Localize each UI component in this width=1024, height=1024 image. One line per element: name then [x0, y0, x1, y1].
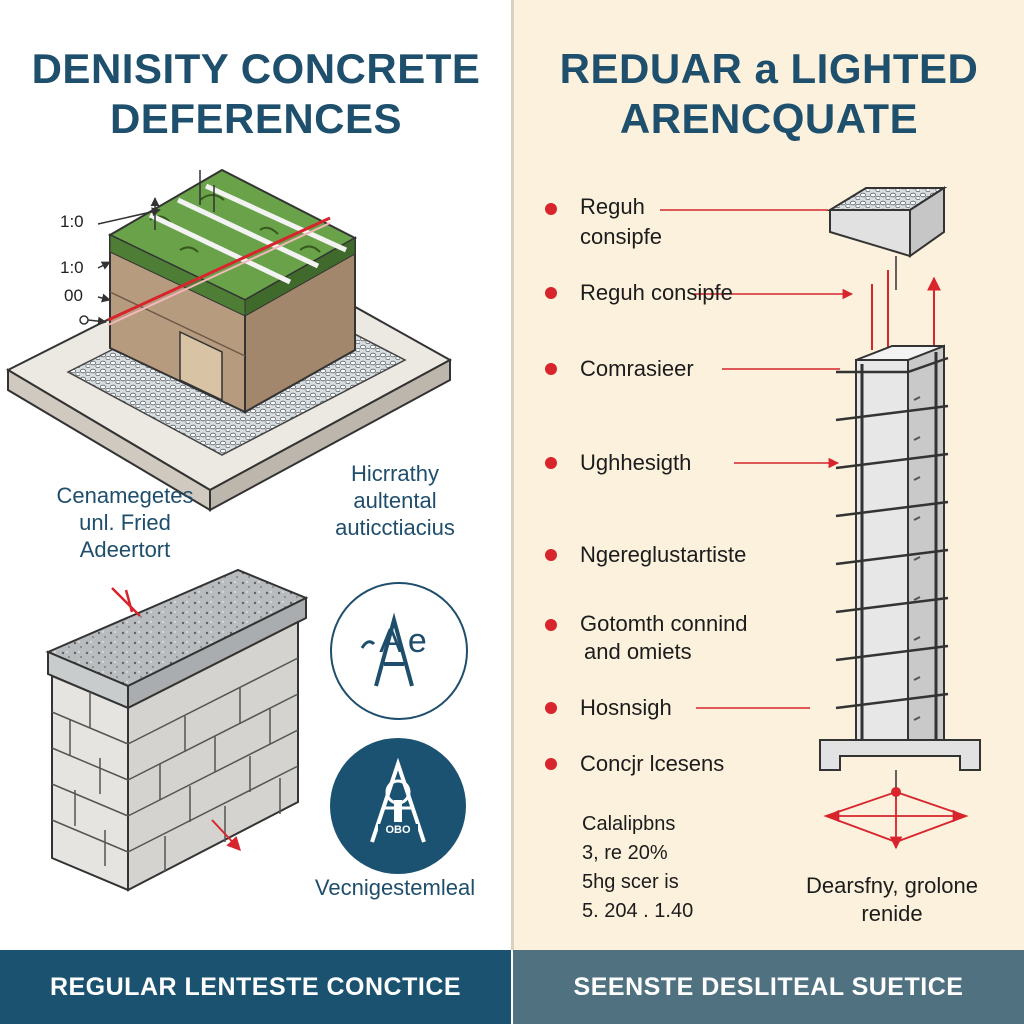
left-title-line-1: DENISITY CONCRETE — [31, 45, 481, 92]
callout-5-line-1: Ngereglustartiste — [580, 542, 747, 567]
callout-bullet-1 — [545, 203, 557, 215]
right-title: REDUAR a LIGHTED ARENCQUATE — [534, 44, 1004, 144]
blue-label-1-line-3: Adeertort — [79, 537, 171, 562]
dim-arrow-1 — [97, 207, 161, 225]
wall-course-line — [109, 291, 246, 357]
callout-6-line-1: Gotomth connind — [580, 611, 748, 636]
callout-bullet-4 — [545, 457, 557, 469]
callout-6-line-2: and omiets — [584, 639, 692, 664]
footer-right-banner: SEENSTE DESLITEAL SUETICE — [513, 950, 1024, 1024]
callout-7: Hosnsigh — [580, 693, 672, 723]
building-door — [179, 330, 223, 402]
callout-bullet-6 — [545, 619, 557, 631]
callout-bullet-8 — [545, 758, 557, 770]
stats-line-1: Calalipbns — [582, 813, 676, 835]
wall-block-joints — [51, 657, 299, 872]
base-slab-side-right — [209, 358, 451, 512]
blue-label-2-line-2: aultental — [353, 488, 437, 513]
column-cap-side — [909, 186, 945, 258]
callout-bullet-3 — [545, 363, 557, 375]
column-illustration — [819, 186, 981, 850]
stats-block: Calalipbns 3, re 20% 5hg scer is 5. 204 … — [582, 810, 693, 926]
callout-1-line-1: Reguh — [580, 194, 645, 219]
blue-label-1-line-1: Cenamegetes — [56, 483, 194, 508]
callout-3-line-1: Comrasieer — [580, 356, 694, 381]
building-illustration — [5, 168, 453, 512]
wall-red-arrow-bottom — [211, 819, 241, 852]
column-top-face — [855, 345, 945, 361]
base-note-line-2: renide — [861, 901, 923, 926]
callout-7-line-1: Hosnsigh — [580, 695, 672, 720]
footer-divider — [511, 950, 513, 1024]
stats-line-3: 5hg scer is — [582, 871, 679, 893]
callout-4: Ughhesigth — [580, 448, 691, 478]
callout-bullet-2 — [545, 287, 557, 299]
stats-line-4: 5. 204 . 1.40 — [582, 900, 694, 922]
right-title-line-2: ARENCQUATE — [619, 95, 919, 142]
rebar-stirrups — [835, 356, 949, 710]
base-triangle — [823, 791, 969, 843]
blue-label-2: Hicrrathy aultental auticctiacius — [300, 460, 490, 541]
dim-anchor — [79, 315, 89, 325]
wall-red-marker-top — [111, 587, 141, 617]
callout-8-line-1: Concjr lcesens — [580, 751, 725, 776]
measure-label-2: 1:0 — [60, 258, 84, 277]
measure-label-1: 1:0 — [60, 212, 84, 231]
column-foot — [819, 739, 981, 771]
left-title-line-2: DEFERENCES — [109, 95, 403, 142]
callout-bullet-7 — [545, 702, 557, 714]
wall-face-side — [127, 620, 299, 892]
illustration-layer — [5, 168, 981, 892]
section-cut-line-shadow — [107, 222, 331, 326]
column-ticks — [913, 396, 921, 721]
measure-label-3: 00 — [64, 286, 83, 305]
panel-divider — [511, 0, 514, 950]
badge-dark-text: OBO — [378, 824, 418, 836]
section-cut-line — [107, 216, 331, 322]
roof-beam-2 — [176, 197, 320, 269]
dim-arrow-4 — [87, 316, 107, 326]
letter-a-glyph — [360, 612, 414, 687]
roof-texture — [149, 194, 321, 253]
roof-beam-3 — [204, 183, 348, 253]
callout-6: Gotomth connind and omiets — [580, 610, 748, 666]
blue-label-2-line-1: Hicrrathy — [350, 461, 439, 486]
bottom-blue-label: Vecnigestemleal — [314, 875, 476, 900]
footer-left-banner: REGULAR LENTESTE CONCTICE — [0, 950, 511, 1024]
blue-label-1-line-2: unl. Fried — [79, 510, 171, 535]
footer-left-text: REGULAR LENTESTE CONCTICE — [49, 972, 462, 1001]
base-note: Dearsfny, grolone renide — [772, 872, 1012, 928]
callout-2: Reguh consipfe — [580, 280, 733, 305]
column-cap-front — [829, 209, 911, 258]
base-note-line-1: Dearsfny, grolone — [805, 873, 978, 898]
right-title-line-1: REDUAR a LIGHTED — [559, 45, 979, 92]
callout-bullet-5 — [545, 549, 557, 561]
blue-label-2-line-3: auticctiacius — [335, 515, 455, 540]
dim-arrow-2 — [97, 261, 111, 270]
callout-4-line-1: Ughhesigth — [580, 450, 692, 475]
letter-a-badge-icon: Ae — [330, 582, 468, 720]
callout-5: Ngereglustartiste — [580, 540, 746, 570]
block-wall-illustration — [45, 568, 309, 892]
footer-right-text: SEENSTE DESLITEAL SUETICE — [573, 972, 964, 1001]
roof-beam-1 — [148, 212, 292, 285]
callout-8: Concjr lcesens — [580, 749, 724, 779]
keyhole-badge-icon: OBO — [330, 738, 466, 874]
badge-light-text: Ae — [379, 622, 433, 660]
callout-1-line-2: consipfe — [580, 224, 662, 249]
left-title: DENISITY CONCRETE DEFERENCES — [10, 44, 502, 144]
stats-line-2: 3, re 20% — [582, 842, 668, 864]
base-node — [891, 787, 901, 797]
callout-leaders — [660, 209, 854, 709]
keyhole-glyph — [370, 757, 426, 843]
wall-cap-side — [127, 596, 307, 710]
dim-arrow-3 — [97, 293, 111, 303]
blue-label-1: Cenamegetes unl. Fried Adeertort — [40, 482, 210, 563]
callout-1: Reguh consipfe — [580, 192, 662, 252]
callout-3: Comrasieer — [580, 354, 694, 384]
roof-soil-side — [244, 237, 356, 317]
